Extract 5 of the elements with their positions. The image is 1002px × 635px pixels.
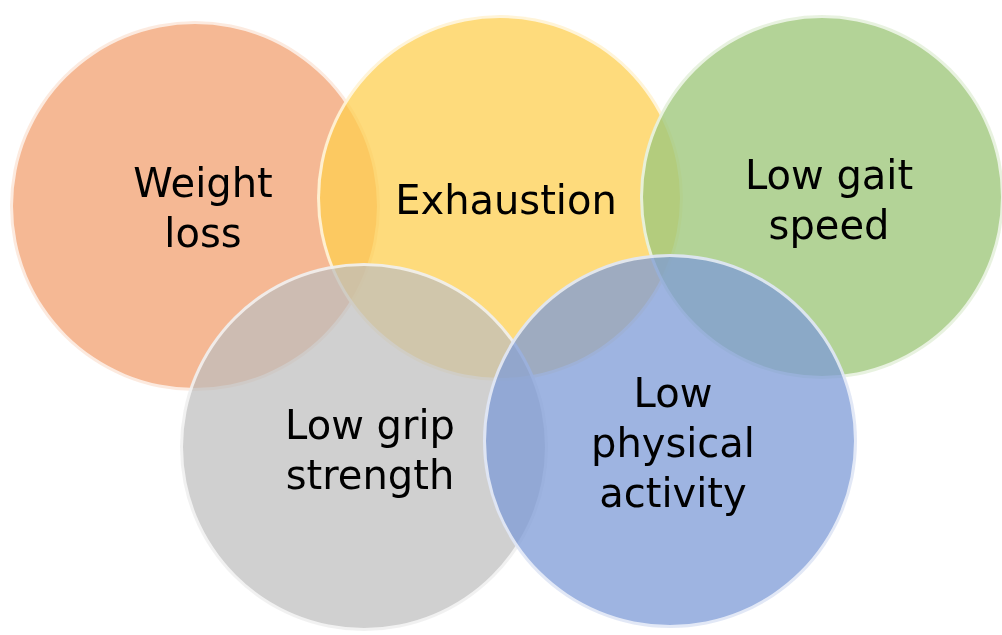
circle-label: Weight loss	[132, 159, 274, 258]
circle-label: Low grip strength	[284, 401, 456, 500]
circle-label: Low gait speed	[743, 151, 915, 250]
circle-label: Exhaustion	[394, 176, 618, 225]
circle-label: Low physical activity	[590, 369, 756, 518]
